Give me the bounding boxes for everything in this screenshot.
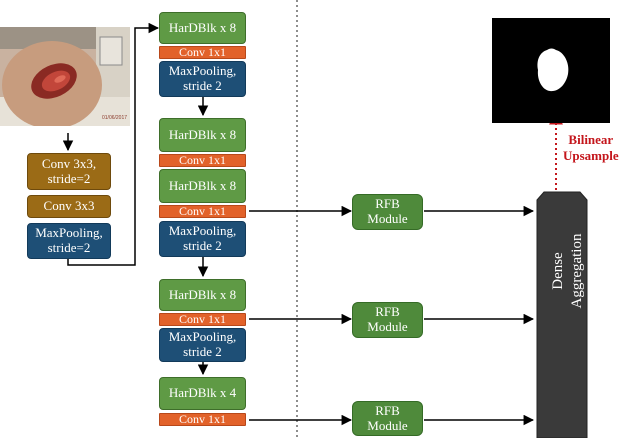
stage4-conv1x1: Conv 1x1 <box>159 312 246 326</box>
stage3-hardblk: HarDBlk x 8 <box>159 169 246 203</box>
stage2-hardblk: HarDBlk x 8 <box>159 118 246 152</box>
stage2-conv1x1: Conv 1x1 <box>159 153 246 167</box>
rfb-module-1: RFB Module <box>352 194 423 230</box>
stem-conv3x3: Conv 3x3 <box>27 195 111 218</box>
stage1-conv1x1: Conv 1x1 <box>159 45 246 59</box>
output-segmentation-mask <box>492 18 610 123</box>
stage1-hardblk: HarDBlk x 8 <box>159 12 246 44</box>
mask-blob <box>537 48 569 92</box>
stage3-maxpooling: MaxPooling, stride 2 <box>159 221 246 257</box>
stem-maxpooling: MaxPooling, stride=2 <box>27 223 111 259</box>
stage4-hardblk: HarDBlk x 8 <box>159 279 246 311</box>
dense-aggregation-block <box>536 191 588 438</box>
stage1-maxpooling: MaxPooling, stride 2 <box>159 61 246 97</box>
rfb-module-3: RFB Module <box>352 401 423 436</box>
dense-aggregation-label: Dense Aggregation <box>550 233 585 309</box>
stage3-conv1x1: Conv 1x1 <box>159 204 246 218</box>
stem-conv3x3-stride2: Conv 3x3, stride=2 <box>27 153 111 190</box>
stage5-conv1x1: Conv 1x1 <box>159 412 246 426</box>
rfb-module-2: RFB Module <box>352 302 423 338</box>
photo-timestamp: 01/06/2017 <box>102 115 127 121</box>
stage5-hardblk: HarDBlk x 4 <box>159 377 246 410</box>
arrow-stem-to-stage1 <box>67 22 160 266</box>
input-wound-image: 01/06/2017 <box>0 27 130 126</box>
bilinear-upsample-label: Bilinear Upsample <box>563 132 619 164</box>
stage4-maxpooling: MaxPooling, stride 2 <box>159 328 246 362</box>
